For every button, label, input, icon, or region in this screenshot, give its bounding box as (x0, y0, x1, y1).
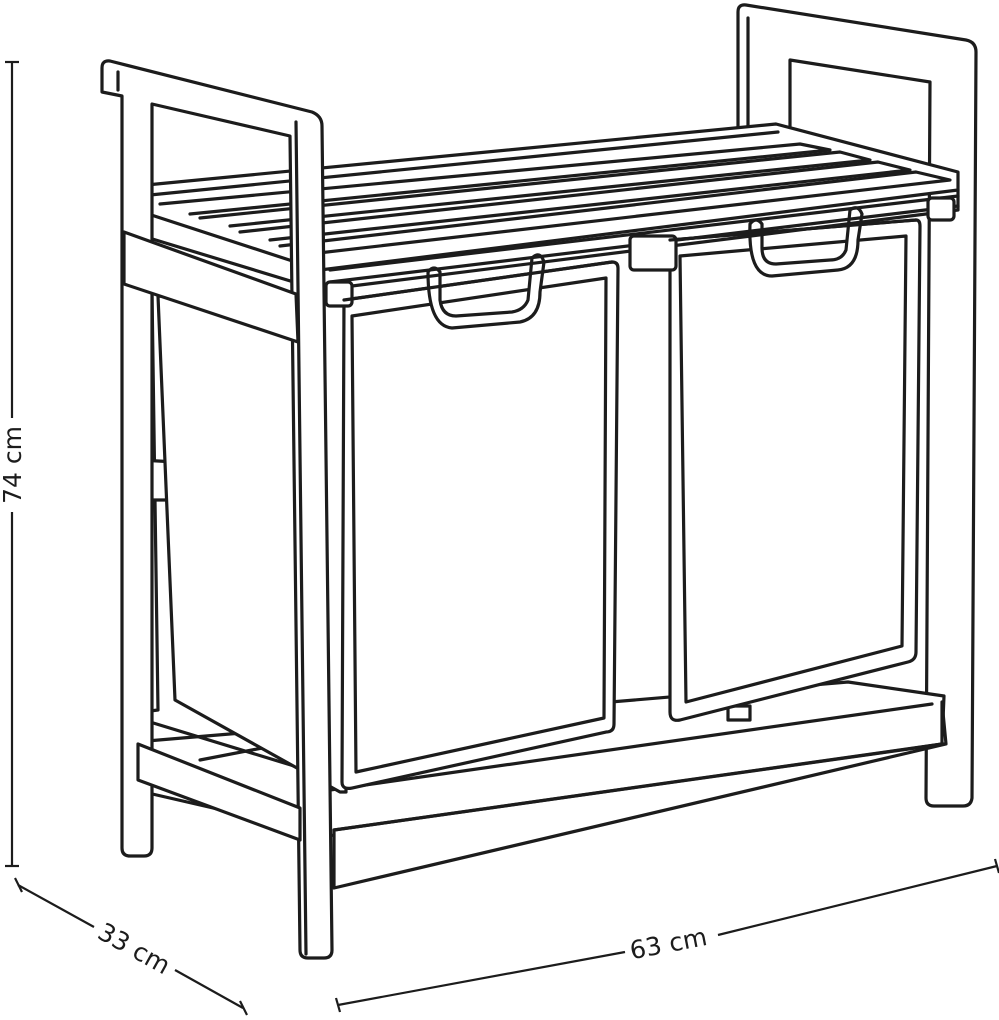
laundry-bag-left (156, 253, 620, 794)
front-left-side-rail (122, 230, 300, 344)
height-label: 74 cm (0, 426, 27, 504)
back-right-frame (736, 3, 978, 808)
depth-dimension-line (14, 877, 248, 1016)
front-bottom-stretcher (136, 700, 948, 890)
width-label: 63 cm (627, 922, 709, 965)
depth-label: 33 cm (93, 917, 175, 980)
width-dimension-line (334, 858, 999, 1013)
laundry-bag-right (668, 206, 922, 722)
front-left-frame (100, 59, 334, 960)
seat-top (134, 122, 960, 292)
bag-rail-clips (324, 196, 956, 308)
height-dimension-line (5, 60, 19, 868)
